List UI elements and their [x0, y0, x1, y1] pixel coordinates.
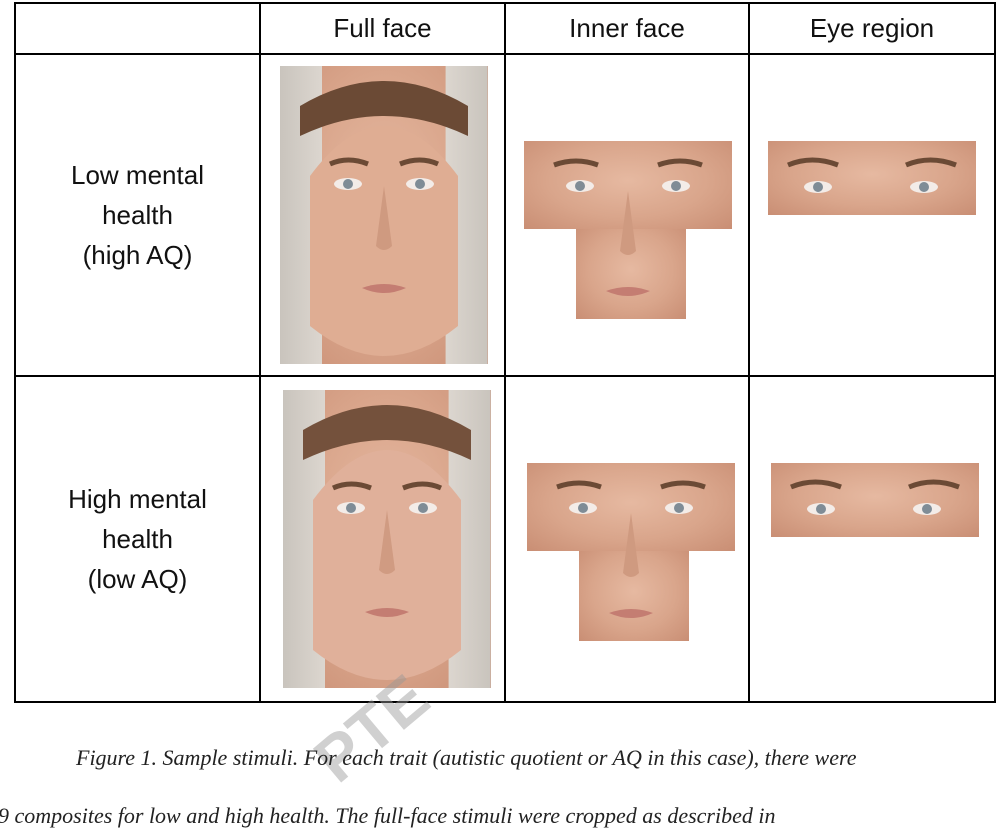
caption-line-1: Figure 1. Sample stimuli. For each trait… [76, 745, 857, 770]
face-features-full-low [300, 81, 468, 356]
face-features-eye-high [790, 479, 960, 515]
face-features-eye-low [787, 157, 957, 193]
full-face-image-low [280, 66, 488, 364]
row-label-high: High mental health (low AQ) [14, 375, 261, 703]
row-label-low: Low mental health (high AQ) [14, 53, 261, 377]
header-inner-face: Inner face [504, 2, 750, 55]
row-label-line: Low mental [71, 160, 204, 190]
stimuli-table: Full face Inner face Eye region Low ment… [14, 2, 996, 703]
inner-face-image-low [524, 141, 732, 319]
eye-region-image-high [771, 463, 979, 537]
header-full-face: Full face [259, 2, 506, 55]
caption-line-2: 9 composites for low and high health. Th… [0, 803, 776, 828]
face-features-inner-low [553, 158, 703, 296]
cell-eye-region-high [748, 375, 996, 703]
header-row: Full face Inner face Eye region [14, 2, 996, 55]
face-features-inner-high [556, 480, 706, 618]
full-face-image-high [283, 390, 491, 688]
inner-face-image-high [527, 463, 735, 641]
cell-eye-region-low [748, 53, 996, 377]
header-empty [14, 2, 261, 55]
row-low-mental-health: Low mental health (high AQ) [14, 53, 996, 377]
row-label-line: health [102, 200, 173, 230]
row-label-line: (low AQ) [87, 564, 188, 594]
face-features-full-high [303, 405, 471, 680]
eye-region-image-low [768, 141, 976, 215]
row-label-line: (high AQ) [82, 240, 193, 270]
row-label-line: High mental [68, 484, 207, 514]
cell-inner-face-high [504, 375, 750, 703]
header-eye-region: Eye region [748, 2, 996, 55]
cell-full-face-high [259, 375, 506, 703]
row-high-mental-health: High mental health (low AQ) [14, 375, 996, 703]
cell-inner-face-low [504, 53, 750, 377]
cell-full-face-low [259, 53, 506, 377]
row-label-line: health [102, 524, 173, 554]
